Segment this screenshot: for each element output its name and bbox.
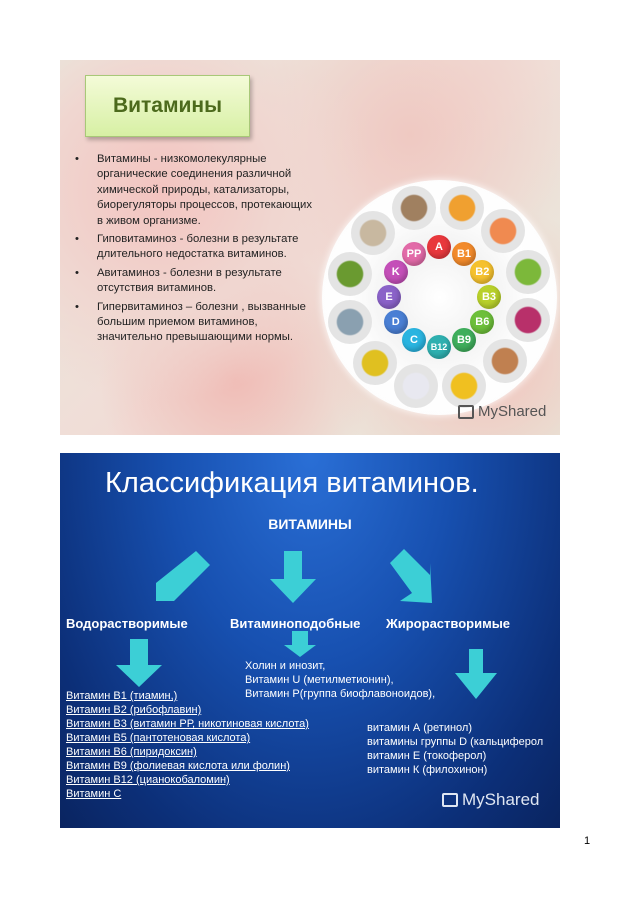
watermark-text: MyShared [462, 790, 540, 809]
vitamin-ball: B2 [470, 260, 495, 284]
food-icon [328, 299, 373, 344]
list-item: Витамин В2 (рибофлавин) [66, 704, 202, 716]
list-item: Витамин В9 (фолиевая кислота или фолин) [66, 760, 290, 772]
food-icon [394, 364, 439, 409]
fat-soluble-list: витамин А (ретинол) витамины группы D (к… [367, 721, 543, 777]
category-vitamin-like: Витаминоподобные [230, 616, 361, 631]
bullet-item: Гиповитаминоз - болезни в результате дли… [70, 232, 320, 263]
arrow-down-right-icon [390, 549, 432, 603]
page-number: 1 [584, 835, 591, 847]
presentation-icon [458, 404, 474, 419]
presentation-icon [442, 793, 458, 807]
list-item: Холин и инозит, [245, 660, 326, 672]
list-item: Витамин В12 (цианокобаломин) [66, 774, 230, 786]
list-item: витамин К (филохинон) [367, 764, 488, 776]
vitamin-ball: PP [402, 241, 426, 266]
watermark-text: MyShared [478, 403, 547, 420]
slide-title: Классификация витаминов. [105, 467, 479, 499]
food-icon [439, 185, 484, 230]
food-icon [506, 297, 551, 342]
vitamin-ball: B9 [452, 328, 476, 353]
vitamin-ball: B12 [427, 335, 451, 359]
list-item: Витамин В1 (тиамин,) [66, 690, 178, 702]
water-soluble-list: Витамин В1 (тиамин,) Витамин В2 (рибофла… [66, 689, 309, 801]
arrows [116, 549, 497, 699]
watermark-logo: MyShared [458, 403, 546, 420]
food-icon [351, 210, 396, 255]
vitamin-ball: D [383, 310, 408, 334]
vitamin-ball: K [383, 260, 408, 284]
list-item: Витамин В5 (пантотеновая кислота) [66, 732, 251, 744]
arrow-down-left-icon [156, 551, 210, 601]
slide-classification: Классификация витаминов. ВИТАМИНЫ Водора… [60, 453, 560, 828]
arrow-down-icon [270, 551, 316, 603]
list-item: Витамин С [66, 788, 122, 800]
arrow-down-icon [284, 631, 316, 657]
slide-vitamins: Витамины Витамины - низкомолекулярные ор… [60, 60, 560, 435]
food-icon [481, 209, 526, 254]
slide-subtitle: ВИТАМИНЫ [268, 516, 352, 532]
vitamin-ball: B6 [470, 310, 495, 334]
food-icon [352, 340, 397, 385]
vitamin-ball: C [402, 328, 426, 353]
list-item: витамин А (ретинол) [367, 722, 472, 734]
food-icon [505, 250, 550, 295]
food-icon [327, 252, 372, 297]
bullet-item: Витамины - низкомолекулярные органически… [70, 152, 320, 229]
bullet-list: Витамины - низкомолекулярные органически… [70, 152, 320, 349]
list-item: Витамин Р(группа биофлавоноидов), [245, 688, 436, 700]
arrow-down-icon [116, 639, 162, 687]
vitamin-ball: B1 [452, 241, 476, 266]
watermark-logo: MyShared [442, 790, 539, 810]
food-icon [392, 186, 437, 231]
vitamin-ball: B3 [477, 285, 501, 309]
vitamin-like-list: Холин и инозит, Витамин U (метилметионин… [245, 659, 435, 701]
bullet-item: Авитаминоз - болезни в результате отсутс… [70, 266, 320, 297]
food-icon [482, 339, 527, 384]
list-item: Витамин В3 (витамин РР, никотиновая кисл… [66, 718, 309, 730]
list-item: Витамин U (метилметионин), [245, 674, 394, 686]
food-icon [441, 363, 486, 408]
vitamin-ball: A [427, 235, 451, 259]
category-fat-soluble: Жирорастворимые [386, 616, 511, 631]
bullet-item: Гипервитаминоз – болезни , вызванные бол… [70, 300, 320, 346]
list-item: Витамин В6 (пиридоксин) [66, 746, 197, 758]
list-item: витамины группы D (кальциферол [367, 736, 544, 748]
arrow-down-icon [455, 649, 497, 699]
slide-title: Витамины [85, 75, 250, 137]
vitamin-ball: E [377, 285, 401, 309]
category-water-soluble: Водорастворимые [66, 616, 188, 631]
list-item: витамин Е (токоферол) [367, 750, 487, 762]
